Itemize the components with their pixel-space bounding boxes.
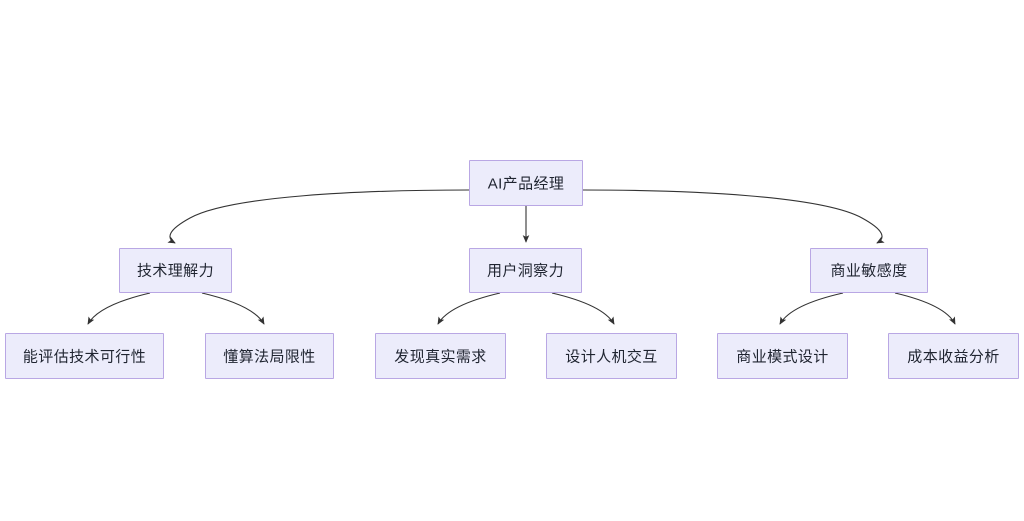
node-leaf-cost-benefit[interactable]: 成本收益分析 xyxy=(888,333,1019,379)
node-leaf-business-model-label: 商业模式设计 xyxy=(736,348,829,365)
node-leaf-algorithm-limits[interactable]: 懂算法局限性 xyxy=(205,333,334,379)
node-branch-user-label: 用户洞察力 xyxy=(486,262,564,280)
node-root[interactable]: AI产品经理 xyxy=(469,160,583,206)
node-leaf-hci-design[interactable]: 设计人机交互 xyxy=(546,333,677,379)
node-root-label: AI产品经理 xyxy=(487,175,565,192)
edge-business-business-model xyxy=(779,292,844,325)
node-branch-business-label: 商业敏感度 xyxy=(830,262,908,280)
node-branch-tech[interactable]: 技术理解力 xyxy=(119,248,232,293)
edge-tech-feasibility xyxy=(87,292,151,325)
node-leaf-hci-design-label: 设计人机交互 xyxy=(565,348,658,365)
node-leaf-algorithm-limits-label: 懂算法局限性 xyxy=(223,348,316,365)
node-branch-user[interactable]: 用户洞察力 xyxy=(469,248,582,293)
edge-user-real-needs xyxy=(437,292,501,325)
edge-user-hci-design xyxy=(551,292,615,325)
edge-tech-algorithm-limits xyxy=(201,292,265,325)
node-leaf-cost-benefit-label: 成本收益分析 xyxy=(907,348,1000,365)
node-leaf-feasibility-label: 能评估技术可行性 xyxy=(22,348,147,365)
edge-root-tech xyxy=(167,189,470,244)
edge-root-business xyxy=(582,189,885,244)
node-branch-business[interactable]: 商业敏感度 xyxy=(810,248,928,293)
edge-business-cost-benefit xyxy=(894,292,956,325)
node-branch-tech-label: 技术理解力 xyxy=(136,262,214,280)
node-leaf-feasibility[interactable]: 能评估技术可行性 xyxy=(5,333,164,379)
node-leaf-real-needs-label: 发现真实需求 xyxy=(394,348,487,365)
node-leaf-business-model[interactable]: 商业模式设计 xyxy=(717,333,848,379)
node-leaf-real-needs[interactable]: 发现真实需求 xyxy=(375,333,506,379)
